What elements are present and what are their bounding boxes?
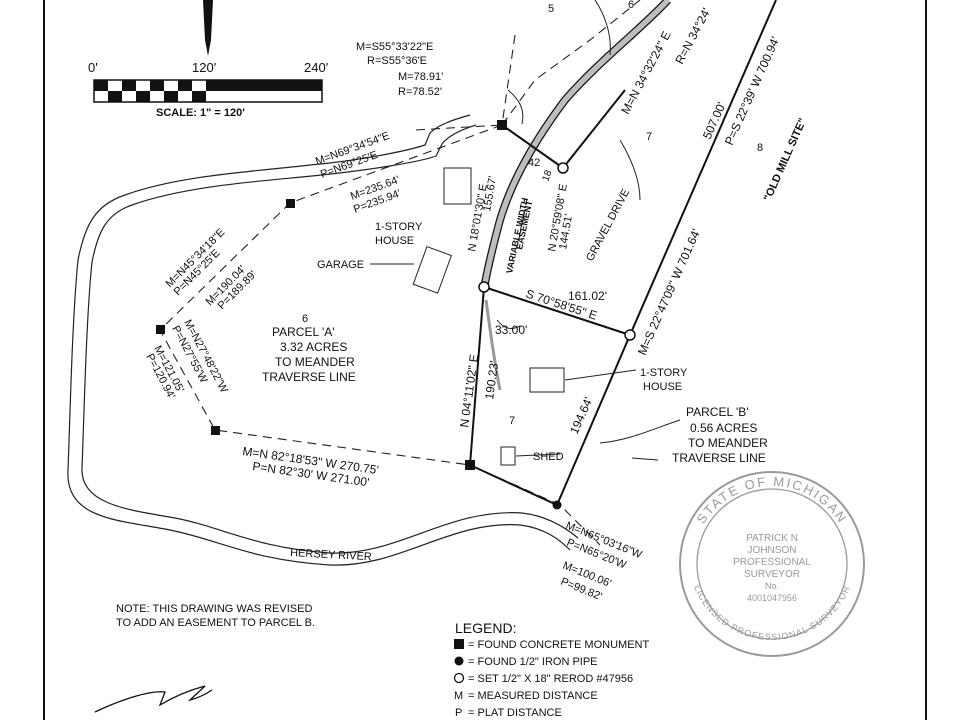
concrete-monument-marker — [156, 325, 165, 334]
scale-tick-0: 0' — [88, 60, 98, 75]
parcel-number-6-top: 6 — [628, 0, 634, 11]
old-mill-site-label: "OLD MILL SITE" — [762, 116, 809, 203]
house-1-footprint — [443, 167, 472, 205]
legend-open-circle-icon — [453, 672, 465, 684]
north-arrow-icon — [203, 0, 213, 56]
curve-data: M=S55°33'22"E R=S55°36'E M=78.91' R=78.5… — [356, 41, 443, 98]
seal-line-2: JOHNSON — [748, 545, 797, 556]
concrete-monument-marker — [465, 460, 475, 470]
legend-letter-p: P — [455, 707, 462, 719]
signature — [94, 685, 213, 713]
rerod-marker — [557, 162, 569, 174]
garage-footprint — [412, 245, 453, 294]
concrete-monument-marker — [497, 120, 507, 130]
bearing-n04: N 04°11'02" E — [457, 353, 481, 428]
drive-spur — [484, 299, 502, 391]
legend-item-monument: = FOUND CONCRETE MONUMENT — [468, 639, 649, 651]
gravel-drive-label: GRAVEL DRIVE — [584, 187, 632, 263]
hersey-river — [67, 114, 579, 566]
surveyor-seal: STATE OF MICHIGAN LICENSED PROFESSIONAL … — [679, 471, 865, 657]
parcel-a-meander: TO MEANDER — [275, 355, 355, 369]
parcel-a-acres: 3.32 ACRES — [280, 340, 347, 354]
seal-ring-top: STATE OF MICHIGAN — [693, 474, 850, 527]
legend-item-rerod: = SET 1/2" X 18" REROD #47956 — [468, 673, 633, 685]
rerod-marker — [624, 329, 636, 341]
parcel-b-acres: 0.56 ACRES — [690, 421, 757, 435]
number-18: 18 — [540, 168, 554, 183]
iron-pipe-marker — [552, 500, 562, 510]
revision-note-line2: TO ADD AN EASEMENT TO PARCEL B. — [116, 617, 315, 629]
mid-distance: 155.67' — [481, 175, 499, 212]
northwest-line-data: M=N45°34'18"E P=N45°25'E M=190.04' P=189… — [164, 226, 259, 312]
seal-line-1: PATRICK N — [746, 533, 798, 544]
curve-m: M=S55°33'22"E — [356, 41, 433, 53]
scale-tick-240: 240' — [304, 60, 328, 75]
seal-line-5: No. — [765, 581, 779, 591]
house-2-footprint — [529, 367, 565, 393]
legend: LEGEND: = FOUND CONCRETE MONUMENT = FOUN… — [453, 620, 649, 719]
concrete-monument-marker — [211, 426, 220, 435]
scale-bar: 0' 120' 240' SCALE: 1" = 120' — [88, 60, 328, 119]
east-top-record: R=N 34°24' — [672, 6, 713, 67]
garage-label: GARAGE — [317, 259, 364, 271]
leader-lines — [496, 0, 681, 461]
concrete-monument-marker — [286, 199, 295, 208]
parcel-b-meander: TO MEANDER — [688, 436, 768, 450]
legend-item-plat: = PLAT DISTANCE — [468, 707, 562, 719]
gravel-drive — [481, 0, 671, 291]
line-161-distance: 161.02' — [568, 289, 607, 303]
seal-line-4: SURVEYOR — [744, 569, 800, 580]
parcel-number-8: 8 — [757, 142, 763, 154]
legend-letter-m: M — [454, 690, 463, 702]
legend-filled-circle-icon — [454, 656, 464, 666]
shed-footprint — [500, 446, 516, 466]
curve-r-dist: R=78.52' — [398, 86, 442, 98]
parcel-number-6: 6 — [302, 313, 308, 325]
distance-33: 33.00' — [495, 323, 527, 337]
parcel-a-traverse: TRAVERSE LINE — [262, 370, 356, 384]
distance-190: 190.23' — [482, 360, 501, 401]
parcel-b-title: PARCEL 'B' — [686, 405, 749, 419]
house-1-label-line1: 1-STORY — [375, 221, 423, 233]
legend-square-icon — [454, 639, 464, 649]
river-label: HERSEY RIVER — [290, 547, 372, 563]
parcel-b-boundary — [469, 0, 777, 506]
legend-title: LEGEND: — [455, 620, 516, 636]
seal-line-3: PROFESSIONAL — [733, 557, 811, 568]
east-long-plat: P=S 22°39' W 700.94' — [722, 35, 782, 148]
parcel-number-7: 7 — [509, 415, 515, 427]
legend-item-measured: = MEASURED DISTANCE — [468, 690, 598, 702]
curve-r: R=S55°36'E — [367, 55, 427, 67]
number-42: 42 — [528, 157, 540, 169]
legend-item-iron-pipe: = FOUND 1/2" IRON PIPE — [468, 656, 598, 668]
revision-note-line1: NOTE: THIS DRAWING WAS REVISED — [116, 603, 312, 615]
parcel-a-label: PARCEL 'A' 3.32 ACRES TO MEANDER TRAVERS… — [262, 325, 356, 384]
seal-line-6: 4001047956 — [747, 593, 797, 603]
scale-label: SCALE: 1" = 120' — [156, 107, 245, 119]
southeast-line-data: M=N65°03'16"W P=N65°20'W M=100.06' P=99.… — [559, 520, 644, 603]
house-2-label-line1: 1-STORY — [640, 367, 688, 379]
distance-194: 194.64' — [567, 395, 596, 436]
house-1-label-line2: HOUSE — [375, 235, 414, 247]
parcel-number-5: 5 — [548, 3, 554, 15]
parcel-b-traverse: TRAVERSE LINE — [672, 451, 766, 465]
parcel-a-title: PARCEL 'A' — [272, 325, 335, 339]
curve-m-dist: M=78.91' — [398, 71, 443, 83]
parcel-b-label: PARCEL 'B' 0.56 ACRES TO MEANDER TRAVERS… — [672, 405, 768, 465]
parcel-number-7-top: 7 — [646, 131, 652, 143]
shed-label: SHED — [533, 451, 564, 463]
rerod-marker — [478, 281, 490, 293]
house-2-label-line2: HOUSE — [643, 381, 682, 393]
scale-tick-120: 120' — [192, 60, 216, 75]
